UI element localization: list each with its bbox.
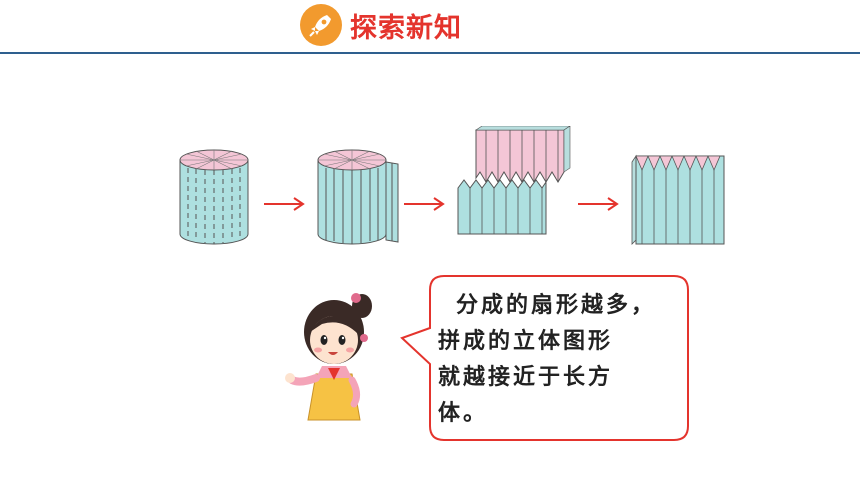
halves-separated — [457, 126, 571, 235]
speech-line: 体。 — [438, 401, 489, 426]
arrow-icon — [578, 197, 619, 211]
girl-illustration — [285, 293, 372, 421]
speech-line: 分成的扇形越多， — [456, 293, 657, 318]
speech-bubble — [400, 275, 689, 441]
arrow-icon — [264, 197, 305, 211]
speech-line: 拼成的立体图形 — [438, 329, 614, 354]
arrow-icon — [404, 197, 445, 211]
cylinder-cut — [317, 149, 399, 245]
header-title-group: 探索新知 — [300, 2, 462, 48]
rocket-icon — [300, 4, 342, 46]
speech-line: 就越接近于长方 — [438, 365, 614, 390]
assembled-cuboid — [631, 154, 725, 245]
page-title: 探索新知 — [350, 12, 462, 44]
speech-text: 分成的扇形越多， 拼成的立体图形 就越接近于长方 体。 — [438, 288, 688, 432]
cylinder-dashed — [179, 149, 249, 245]
header-divider — [0, 52, 860, 54]
